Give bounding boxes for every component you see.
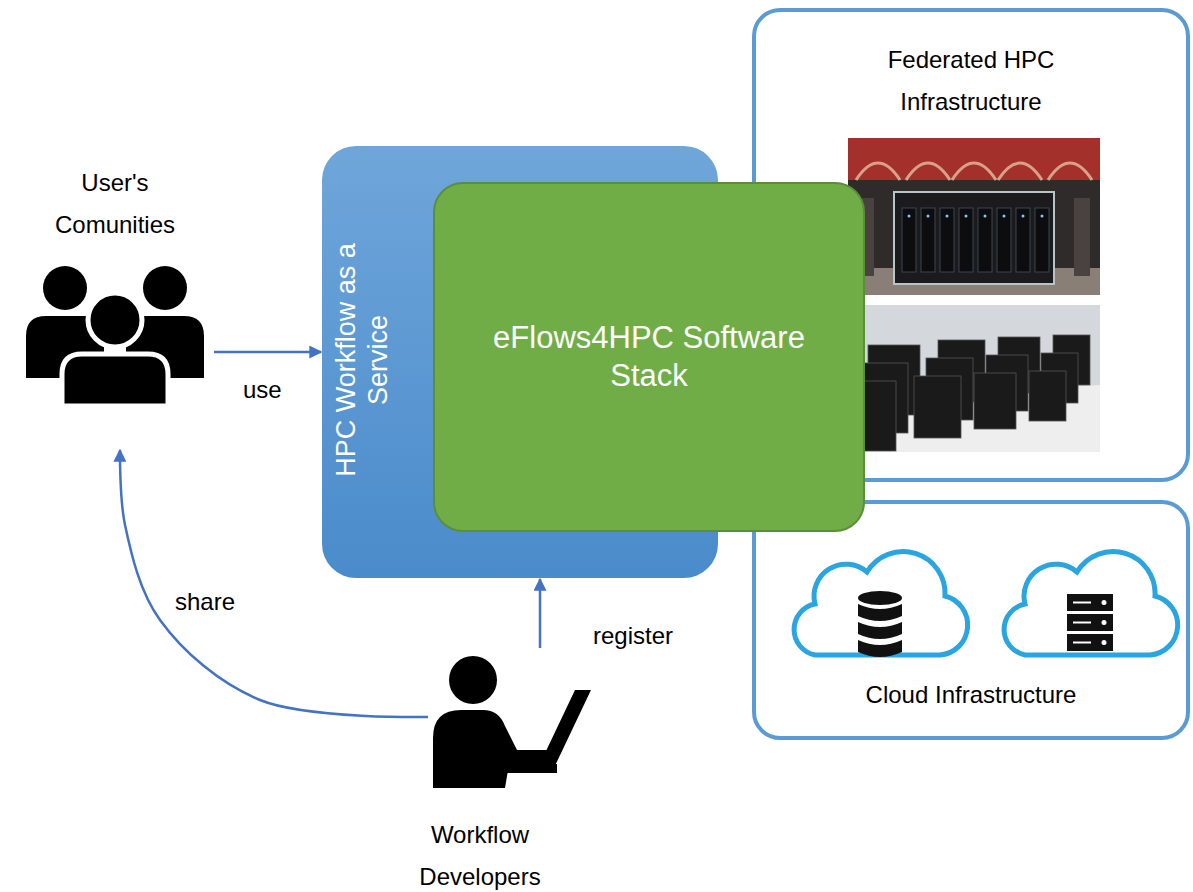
server-cloud-icon: [1004, 552, 1178, 655]
cloud-infrastructure-panel: Cloud Infrastructure: [752, 500, 1190, 740]
node-label: User's Comunities: [40, 162, 190, 246]
connector-arrow: [214, 351, 321, 354]
edge-label-patch: share: [172, 588, 238, 617]
cloud-icons-frame: [775, 530, 1193, 670]
node-label: Federated HPC Infrastructure: [866, 39, 1076, 123]
supercomputer-photo: [848, 138, 1100, 295]
node-label: Workflow Developers: [390, 814, 570, 892]
developer-group: Workflow Developers: [390, 650, 600, 890]
edge-label-patch: register: [590, 622, 676, 651]
datacenter-photo: [844, 305, 1100, 452]
node-label: Cloud Infrastructure: [756, 674, 1186, 716]
people-icon-frame: [20, 258, 210, 408]
node-label: HPC Workflow as a Service: [330, 230, 394, 490]
edge-label: share: [175, 588, 235, 617]
edge-label: use: [243, 376, 282, 405]
developer-icon-frame: [425, 650, 595, 790]
service-layer-box: HPC Workflow as a ServiceeFlows4HPC Soft…: [322, 146, 718, 578]
edge-label: register: [593, 622, 673, 651]
storage-cloud-icon: [794, 552, 968, 657]
people-icon: [26, 266, 204, 406]
user-group: User's Comunities: [20, 158, 210, 408]
software-stack-box: eFlows4HPC Software Stack: [433, 182, 865, 532]
node-label: eFlows4HPC Software Stack: [479, 319, 819, 395]
connector-arrow: [539, 579, 542, 648]
developer-icon: [433, 656, 591, 788]
edge-label-patch: use: [240, 376, 285, 405]
